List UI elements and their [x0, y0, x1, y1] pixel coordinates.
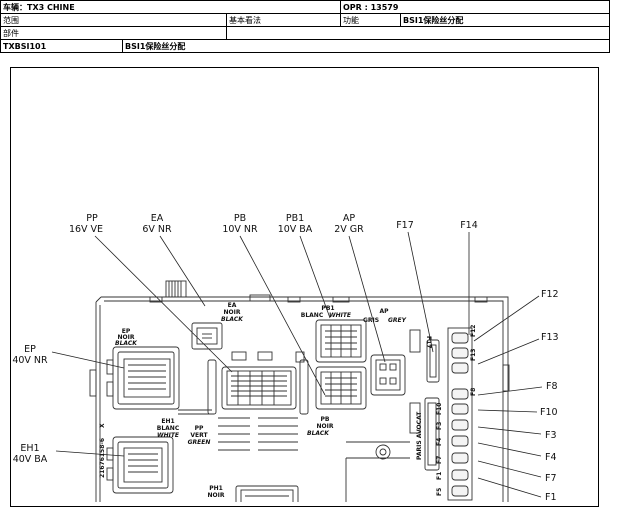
svg-text:EA: EA [228, 302, 237, 309]
svg-text:10V NR: 10V NR [222, 224, 258, 235]
label-pb1: PB1 BLANC WHITE [301, 305, 352, 319]
svg-text:BLANC: BLANC [157, 425, 180, 432]
svg-text:F14: F14 [460, 220, 478, 231]
svg-text:EH1: EH1 [161, 418, 174, 425]
svg-text:PARIS AVOCAT: PARIS AVOCAT [416, 411, 423, 460]
svg-text:F13: F13 [470, 349, 477, 361]
screw-icon [375, 444, 391, 460]
svg-text:40V NR: 40V NR [12, 355, 48, 366]
callout-pb1: PB1 10V BA [278, 213, 331, 319]
svg-text:EH1: EH1 [20, 443, 39, 454]
callout-ea: EA 6V NR [142, 213, 206, 307]
bsi-board [89, 280, 510, 502]
svg-text:F17: F17 [425, 336, 432, 348]
svg-text:EP: EP [122, 328, 131, 335]
svg-text:F17: F17 [396, 220, 414, 231]
svg-text:EA: EA [151, 213, 164, 224]
callout-f14: F14 [460, 220, 478, 335]
svg-text:NOIR: NOIR [118, 334, 135, 341]
fuse-f17: F17 [425, 336, 440, 383]
connector-pb: PB NOIR BLACK [307, 366, 367, 437]
svg-text:F4: F4 [436, 438, 443, 446]
svg-text:BLACK: BLACK [115, 340, 138, 347]
connector-ph1: PH1 NOIR [208, 485, 299, 502]
callout-f8: F8 [477, 381, 558, 396]
svg-text:PB1: PB1 [321, 305, 334, 312]
callout-ap: AP 2V GR [334, 213, 386, 363]
callout-f10: F10 [477, 407, 558, 418]
description-cell: BSI1保险丝分配 [122, 39, 610, 53]
connector-ea: EA NOIR BLACK [191, 302, 244, 350]
svg-text:NOIR: NOIR [317, 423, 334, 430]
svg-text:F1: F1 [436, 472, 443, 480]
callout-f7: F7 [477, 460, 557, 484]
svg-text:F1: F1 [545, 492, 557, 502]
callout-pb: PB 10V NR [222, 213, 326, 396]
svg-text:F4: F4 [545, 452, 557, 463]
svg-text:WHITE: WHITE [329, 312, 352, 319]
svg-text:BLACK: BLACK [307, 430, 330, 437]
svg-text:F5: F5 [436, 488, 443, 496]
callout-f1: F1 [477, 477, 557, 502]
callout-f17: F17 [396, 220, 434, 353]
connector-eh1: 21676158-6 X [99, 423, 174, 494]
svg-text:PB1: PB1 [286, 213, 304, 224]
callout-f12: F12 [473, 289, 559, 342]
svg-text:2V GR: 2V GR [334, 224, 364, 235]
svg-text:F12: F12 [470, 325, 477, 337]
svg-text:X: X [99, 423, 106, 428]
svg-text:PH1: PH1 [209, 485, 223, 492]
callout-f13: F13 [477, 332, 559, 365]
header-table: 车辆：TX3 CHINE OPR : 13579 范围 基本看法 功能 BSI1… [0, 0, 629, 56]
callout-ep: EP 40V NR [12, 344, 125, 369]
svg-text:PP: PP [86, 213, 98, 224]
svg-text:F3: F3 [436, 422, 443, 430]
fuse-vertical-large: PARIS AVOCAT [416, 397, 440, 471]
svg-text:F7: F7 [436, 456, 443, 464]
svg-text:F7: F7 [545, 473, 557, 484]
svg-text:AP: AP [343, 213, 355, 224]
svg-text:40V BA: 40V BA [13, 454, 48, 465]
svg-text:10V BA: 10V BA [278, 224, 313, 235]
svg-text:GRIS: GRIS [363, 317, 379, 324]
svg-text:F8: F8 [546, 381, 558, 392]
svg-text:16V VE: 16V VE [69, 224, 103, 235]
svg-text:F10: F10 [540, 407, 558, 418]
connector-ep: EP NOIR BLACK [106, 328, 180, 410]
svg-text:PB: PB [234, 213, 246, 224]
svg-text:PP: PP [195, 425, 204, 432]
svg-text:EP: EP [24, 344, 36, 355]
svg-text:BLACK: BLACK [221, 316, 244, 323]
svg-text:VERT: VERT [190, 432, 208, 439]
fuse-column: F12 F13 F8 F10 F3 F4 F7 F1 F5 [436, 325, 477, 501]
svg-text:GREEN: GREEN [188, 439, 211, 446]
svg-text:BLANC: BLANC [301, 312, 324, 319]
svg-text:F13: F13 [541, 332, 559, 343]
callout-f4: F4 [477, 442, 557, 463]
svg-text:NOIR: NOIR [208, 492, 225, 499]
callout-pp: PP 16V VE [69, 213, 233, 373]
svg-text:WHITE: WHITE [157, 432, 180, 439]
svg-text:F12: F12 [541, 289, 559, 300]
label-ap: AP GRIS GREY [363, 308, 407, 324]
svg-text:F3: F3 [545, 430, 557, 441]
connector-pp [207, 359, 309, 415]
relay-strips [218, 417, 410, 502]
svg-text:AP: AP [379, 308, 389, 315]
svg-text:F8: F8 [470, 388, 477, 396]
svg-text:21676158-6: 21676158-6 [99, 438, 106, 478]
svg-text:NOIR: NOIR [224, 309, 241, 316]
svg-text:F10: F10 [436, 403, 443, 415]
svg-text:6V NR: 6V NR [142, 224, 172, 235]
svg-text:GREY: GREY [388, 317, 407, 324]
connector-pb1 [315, 319, 367, 363]
connector-ap [370, 354, 406, 396]
label-eh1-pp: EH1 BLANC WHITE PP VERT GREEN [157, 418, 211, 446]
svg-text:PB: PB [321, 416, 330, 423]
callout-f3: F3 [477, 426, 557, 441]
misc-components [178, 329, 421, 434]
